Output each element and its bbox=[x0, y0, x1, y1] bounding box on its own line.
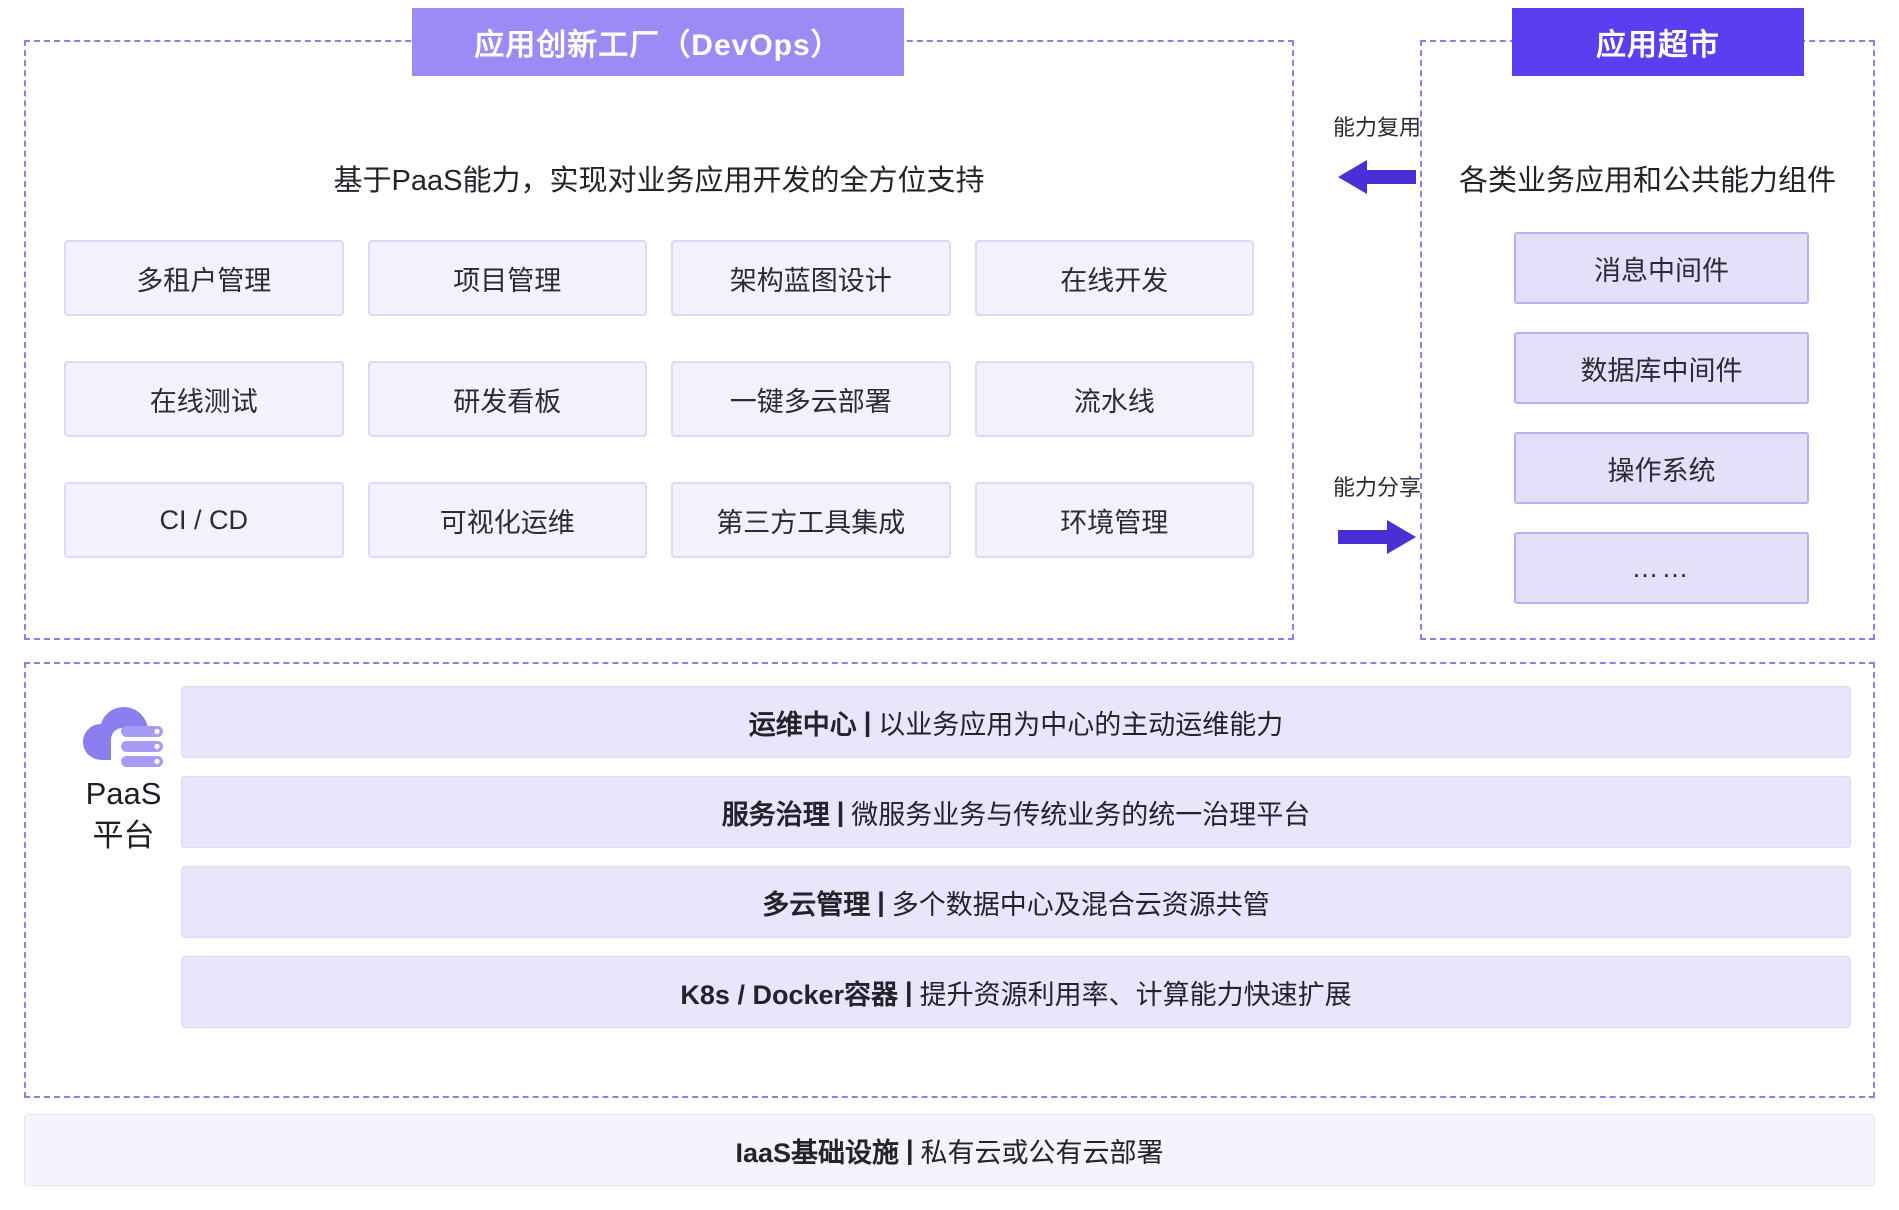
arrow-right-icon bbox=[1338, 520, 1416, 554]
feature-card[interactable]: 流水线 bbox=[974, 361, 1254, 437]
cloud-server-icon bbox=[82, 707, 163, 767]
arrow-left-icon bbox=[1338, 160, 1416, 194]
paas-row-desc: 提升资源利用率、计算能力快速扩展 bbox=[919, 979, 1352, 1010]
app-market-subtitle: 各类业务应用和公共能力组件 bbox=[1458, 165, 1837, 197]
devops-subtitle: 基于PaaS能力，实现对业务应用开发的全方位支持 bbox=[333, 165, 985, 197]
paas-row-title: 多云管理 bbox=[762, 889, 871, 920]
paas-row-separator: | bbox=[836, 796, 845, 827]
capability-share-label: 能力分享 bbox=[1332, 475, 1421, 500]
market-item[interactable]: 操作系统 bbox=[1514, 432, 1809, 504]
devops-feature-grid: 多租户管理 项目管理 架构蓝图设计 在线开发 在线测试 研发看板 一键多云部署 … bbox=[64, 240, 1254, 558]
paas-row[interactable]: 运维中心 | 以业务应用为中心的主动运维能力 bbox=[181, 686, 1851, 758]
feature-card[interactable]: 在线开发 bbox=[974, 240, 1254, 316]
paas-logo-line2: 平台 bbox=[92, 817, 155, 853]
paas-platform-panel: PaaS 平台 运维中心 | 以业务应用为中心的主动运维能力 服务治理 | 微服… bbox=[24, 662, 1875, 1098]
feature-card[interactable]: 一键多云部署 bbox=[671, 361, 951, 437]
paas-row-title: 服务治理 bbox=[721, 799, 830, 830]
devops-row-2: 在线测试 研发看板 一键多云部署 流水线 bbox=[64, 361, 1254, 437]
feature-card[interactable]: 项目管理 bbox=[367, 240, 647, 316]
feature-card[interactable]: CI / CD bbox=[64, 482, 344, 558]
paas-capability-rows: 运维中心 | 以业务应用为中心的主动运维能力 服务治理 | 微服务业务与传统业务… bbox=[181, 686, 1851, 1028]
app-market-panel: 各类业务应用和公共能力组件 消息中间件 数据库中间件 操作系统 …… bbox=[1420, 40, 1875, 640]
devops-panel: 基于PaaS能力，实现对业务应用开发的全方位支持 多租户管理 项目管理 架构蓝图… bbox=[24, 40, 1294, 640]
paas-row-separator: | bbox=[905, 976, 913, 1007]
feature-card[interactable]: 第三方工具集成 bbox=[671, 482, 951, 558]
devops-row-3: CI / CD 可视化运维 第三方工具集成 环境管理 bbox=[64, 482, 1254, 558]
iaas-desc: 私有云或公有云部署 bbox=[920, 1137, 1164, 1168]
feature-card[interactable]: 架构蓝图设计 bbox=[671, 240, 951, 316]
paas-logo-line1: PaaS bbox=[85, 776, 162, 811]
app-market-list: 消息中间件 数据库中间件 操作系统 …… bbox=[1514, 232, 1809, 604]
capability-reuse-label: 能力复用 bbox=[1332, 115, 1421, 140]
paas-row-separator: | bbox=[863, 706, 872, 737]
capability-reuse-arrow-group: 能力复用 bbox=[1302, 110, 1452, 198]
market-item-more[interactable]: …… bbox=[1514, 532, 1809, 604]
paas-row-desc: 微服务业务与传统业务的统一治理平台 bbox=[851, 799, 1311, 830]
app-market-title-badge: 应用超市 bbox=[1512, 8, 1804, 76]
paas-row[interactable]: K8s / Docker容器 | 提升资源利用率、计算能力快速扩展 bbox=[181, 956, 1851, 1028]
market-item[interactable]: 数据库中间件 bbox=[1514, 332, 1809, 404]
paas-row-desc: 多个数据中心及混合云资源共管 bbox=[891, 889, 1270, 920]
feature-card[interactable]: 多租户管理 bbox=[64, 240, 344, 316]
paas-row-separator: | bbox=[877, 886, 885, 917]
market-item[interactable]: 消息中间件 bbox=[1514, 232, 1809, 304]
iaas-infrastructure-bar[interactable]: IaaS基础设施 | 私有云或公有云部署 bbox=[24, 1114, 1875, 1186]
paas-row[interactable]: 多云管理 | 多个数据中心及混合云资源共管 bbox=[181, 866, 1851, 938]
paas-row-title: 运维中心 bbox=[748, 709, 857, 740]
feature-card[interactable]: 在线测试 bbox=[64, 361, 344, 437]
devops-title-badge: 应用创新工厂（DevOps） bbox=[412, 8, 904, 76]
iaas-title: IaaS基础设施 bbox=[735, 1137, 899, 1168]
paas-logo: PaaS 平台 bbox=[46, 704, 201, 853]
feature-card[interactable]: 环境管理 bbox=[974, 482, 1254, 558]
paas-row-desc: 以业务应用为中心的主动运维能力 bbox=[878, 709, 1284, 740]
feature-card[interactable]: 可视化运维 bbox=[367, 482, 647, 558]
paas-row[interactable]: 服务治理 | 微服务业务与传统业务的统一治理平台 bbox=[181, 776, 1851, 848]
devops-row-1: 多租户管理 项目管理 架构蓝图设计 在线开发 bbox=[64, 240, 1254, 316]
feature-card[interactable]: 研发看板 bbox=[367, 361, 647, 437]
capability-share-arrow-group: 能力分享 bbox=[1302, 470, 1452, 558]
iaas-separator: | bbox=[905, 1134, 914, 1165]
paas-row-title: K8s / Docker容器 bbox=[680, 979, 899, 1010]
